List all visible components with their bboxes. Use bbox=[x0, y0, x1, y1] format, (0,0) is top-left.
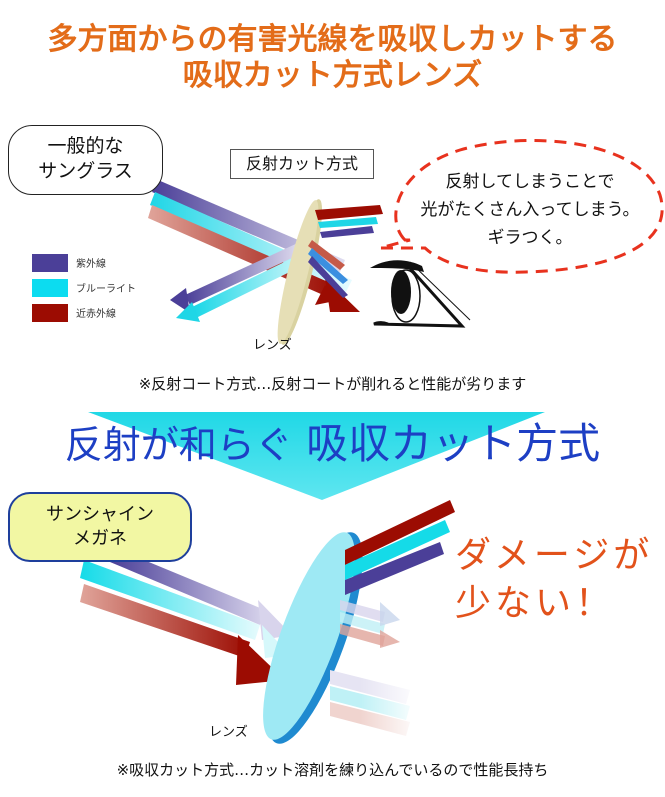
note-reflective: ※反射コート方式…反射コートが削れると性能が劣ります bbox=[138, 375, 527, 393]
legend-item-nir: 近赤外線 bbox=[32, 300, 136, 325]
product-label-sunglasses: 一般的な サングラス bbox=[8, 125, 163, 195]
bubble-line-1: 反射してしまうことで bbox=[445, 172, 615, 192]
heading-part-1: 反射が和らぐ bbox=[64, 423, 293, 467]
legend-swatch-bluelight bbox=[32, 278, 68, 297]
product-label-line-2: サングラス bbox=[38, 160, 133, 182]
legend-item-uv: 紫外線 bbox=[32, 250, 136, 275]
legend-item-bluelight: ブルーライト bbox=[32, 275, 136, 300]
damage-callout-line-2: 少ない！ bbox=[455, 583, 616, 624]
speech-bubble bbox=[379, 138, 664, 274]
legend-swatch-uv bbox=[32, 253, 68, 272]
absorptive-diagram bbox=[80, 500, 455, 750]
legend: 紫外線 ブルーライト 近赤外線 bbox=[32, 250, 136, 325]
lens-label-reflective: レンズ bbox=[253, 338, 292, 353]
product-label-line-1: 一般的な bbox=[47, 135, 124, 157]
bluelight-ray-reflected bbox=[190, 252, 310, 318]
product-label-line-1: サンシャイン bbox=[46, 504, 154, 525]
legend-label-bluelight: ブルーライト bbox=[76, 284, 136, 295]
transition-heading: 反射が和らぐ 吸収カット方式 bbox=[0, 418, 665, 471]
legend-label-uv: 紫外線 bbox=[76, 259, 106, 270]
nir-ray-incoming-2 bbox=[80, 584, 250, 658]
down-arrow-shape bbox=[88, 412, 545, 500]
lens-label-absorptive: レンズ bbox=[209, 725, 248, 740]
product-label-line-2: メガネ bbox=[73, 528, 127, 549]
heading-part-2: 吸収カット方式 bbox=[306, 419, 601, 468]
speech-bubble-text: 反射してしまうことで 光がたくさん入ってしまう。 ギラつく。 bbox=[405, 168, 655, 252]
headline-line-2: 吸収カット方式レンズ bbox=[182, 58, 483, 93]
product-label-sunshine-glasses: サンシャイン メガネ bbox=[8, 492, 192, 562]
eye-icon bbox=[370, 260, 471, 328]
damage-callout-line-1: ダメージが bbox=[455, 535, 654, 576]
bluelight-ray-incoming-2 bbox=[80, 560, 260, 640]
damage-callout: ダメージが 少ない！ bbox=[455, 532, 653, 628]
note-absorptive: ※吸収カット方式…カット溶剤を練り込んでいるので性能長持ち bbox=[116, 761, 549, 779]
headline-line-1: 多方面からの有害光線を吸収しカットする bbox=[47, 22, 618, 57]
uv-ray-incoming-2 bbox=[110, 548, 265, 625]
reflective-diagram bbox=[148, 138, 664, 345]
uv-ray-reflected bbox=[185, 242, 305, 305]
legend-label-nir: 近赤外線 bbox=[76, 309, 116, 320]
legend-swatch-nir bbox=[32, 303, 68, 322]
bubble-line-3: ギラつく。 bbox=[487, 228, 573, 248]
method-label-reflective: 反射カット方式 bbox=[230, 149, 374, 179]
bubble-line-2: 光がたくさん入ってしまう。 bbox=[420, 200, 640, 220]
